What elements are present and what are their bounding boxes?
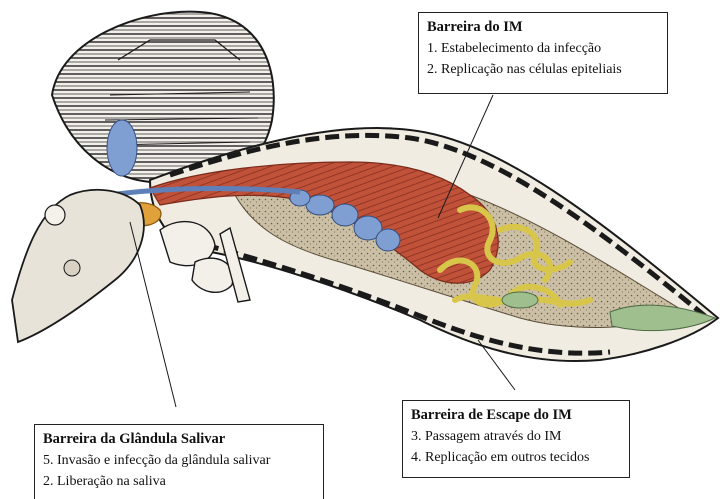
im-escape-step-3: 3. Passagem através do IM [411,426,621,447]
salivary-barrier-title: Barreira da Glândula Salivar [43,429,315,450]
im-escape-step-4: 4. Replicação em outros tecidos [411,447,621,468]
head [12,190,144,342]
salivary-step-5: 5. Invasão e infecção da glândula saliva… [43,450,315,471]
im-barrier-title: Barreira do IM [427,17,659,38]
im-barrier-label: Barreira do IM 1. Estabelecimento da inf… [418,12,668,94]
im-escape-barrier-label: Barreira de Escape do IM 3. Passagem atr… [402,400,630,478]
salivary-step-2: 2. Liberação na saliva [43,471,315,492]
im-barrier-step-2: 2. Replicação nas células epiteliais [427,59,659,80]
im-barrier-step-1: 1. Estabelecimento da infecção [427,38,659,59]
salivary-gland-barrier-label: Barreira da Glândula Salivar 5. Invasão … [34,424,324,499]
im-escape-barrier-title: Barreira de Escape do IM [411,405,621,426]
